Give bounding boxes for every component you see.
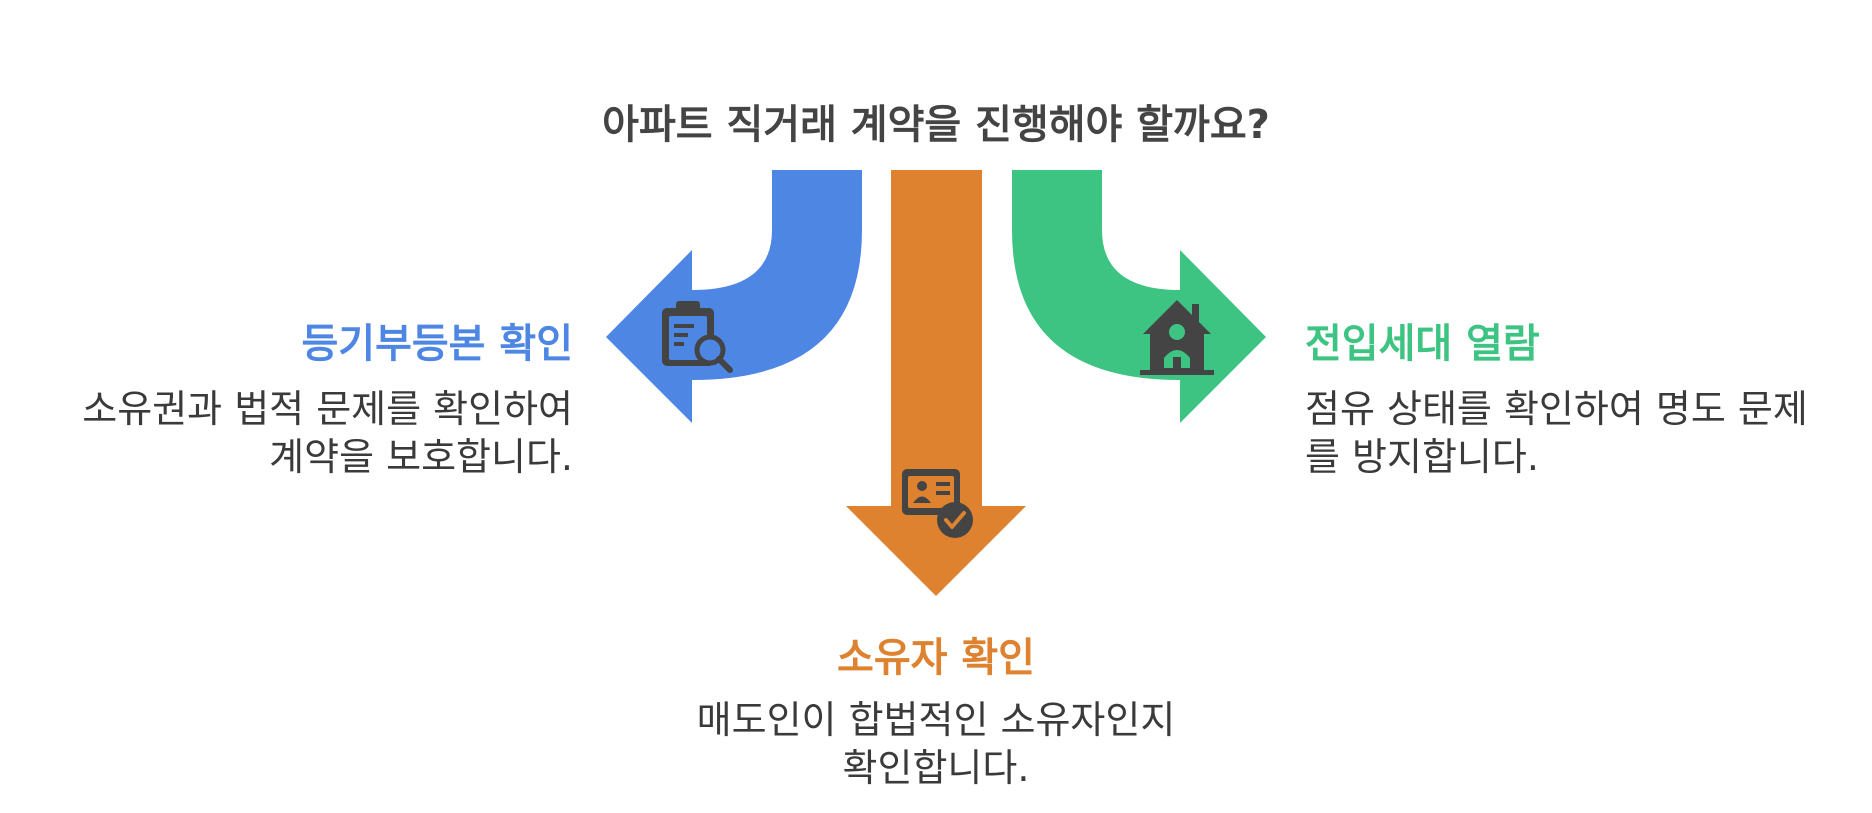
description-line: 확인합니다. xyxy=(842,746,1030,790)
description-line: 를 방지합니다. xyxy=(1305,435,1539,479)
description-line: 소유권과 법적 문제를 확인하여 xyxy=(82,387,573,431)
down-arrow xyxy=(846,170,1026,596)
option-heading-registry: 등기부등본 확인 xyxy=(301,321,573,367)
id-card-check-icon xyxy=(902,469,973,538)
description-line: 점유 상태를 확인하여 명도 문제 xyxy=(1305,387,1808,431)
description-line: 계약을 보호합니다. xyxy=(269,435,573,479)
house-person-icon xyxy=(1140,300,1214,375)
option-heading-residents: 전입세대 열람 xyxy=(1305,321,1540,367)
diagram-title: 아파트 직거래 계약을 진행해야 할까요? xyxy=(602,102,1270,148)
right-arrow xyxy=(1012,170,1266,423)
clipboard-search-icon xyxy=(662,301,733,373)
option-description-residents: 점유 상태를 확인하여 명도 문제 를 방지합니다. xyxy=(1305,385,1845,481)
left-arrow xyxy=(606,170,862,423)
option-description-registry: 소유권과 법적 문제를 확인하여 계약을 보호합니다. xyxy=(53,385,573,481)
description-line: 매도인이 합법적인 소유자인지 xyxy=(696,698,1176,742)
option-description-owner: 매도인이 합법적인 소유자인지 확인합니다. xyxy=(636,696,1236,792)
option-heading-owner: 소유자 확인 xyxy=(837,635,1035,681)
